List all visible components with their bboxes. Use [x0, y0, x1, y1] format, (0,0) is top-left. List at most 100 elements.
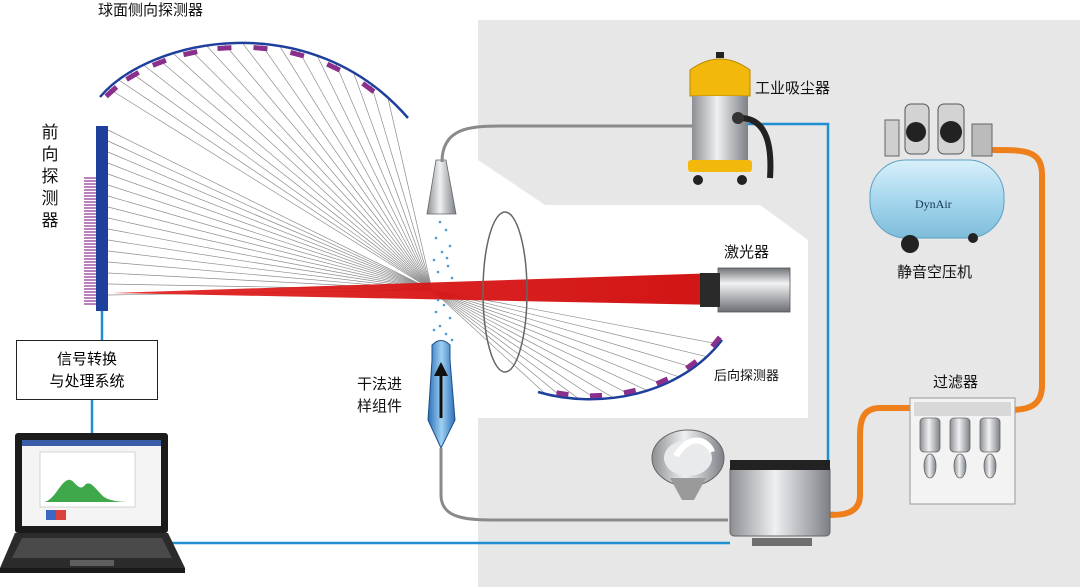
particle — [436, 298, 440, 302]
scatter-ray — [206, 45, 433, 291]
filter-bowl — [983, 453, 997, 479]
scatter-ray — [107, 129, 433, 291]
particle — [434, 236, 438, 240]
detector-element — [556, 390, 569, 398]
detector-element — [151, 57, 167, 68]
detector-element — [326, 61, 341, 73]
dry-sampler-line1: 干法进 — [357, 375, 403, 393]
particle-spray — [432, 220, 454, 342]
scatter-ray — [431, 289, 631, 396]
scatter-ray — [431, 289, 707, 358]
detector-element — [623, 387, 637, 396]
filter-canister — [979, 417, 1001, 453]
particle — [448, 244, 452, 248]
detector-element — [685, 359, 698, 371]
scatter-ray — [107, 228, 433, 291]
scatter-ray — [431, 289, 648, 391]
back-detector-label: 后向探测器 — [714, 369, 780, 384]
detector-element — [104, 85, 119, 99]
scatter-ray — [223, 43, 433, 291]
scatter-ray — [107, 184, 433, 291]
scatter-ray — [107, 239, 433, 291]
particle — [440, 250, 444, 254]
back-detector — [537, 335, 723, 401]
detector-element — [253, 45, 268, 52]
filter-unit-icon — [909, 397, 1016, 505]
scattered-light-rays — [107, 42, 719, 400]
filter-label: 过滤器 — [933, 373, 979, 391]
scatter-ray — [431, 289, 580, 400]
dry-sampler-line2: 样组件 — [357, 397, 403, 415]
forward-detector-label: 前向探测器 — [41, 123, 59, 231]
detector-element — [289, 50, 305, 59]
scatter-ray — [172, 52, 433, 291]
particle — [436, 270, 440, 274]
air-hoses — [827, 147, 1045, 518]
sample-feed-hose — [439, 448, 728, 522]
particle — [450, 338, 454, 342]
filter-bowl — [923, 453, 937, 479]
particle — [438, 324, 442, 328]
air-compressor-label: 静音空压机 — [897, 263, 973, 281]
scatter-ray — [107, 250, 433, 291]
scatter-ray — [431, 289, 664, 385]
exhaust-hose — [440, 124, 700, 163]
scatter-ray — [431, 289, 546, 395]
scatter-ray — [108, 88, 433, 291]
scatter-ray — [431, 289, 694, 368]
air-compressor-icon — [869, 103, 1005, 253]
detector-element — [217, 45, 232, 52]
spherical-lateral-detector-label: 球面侧向探测器 — [98, 1, 204, 19]
vacuum-cleaner-icon — [688, 52, 774, 185]
particle — [446, 264, 450, 268]
scatter-ray — [431, 289, 597, 400]
laser-beam — [112, 273, 720, 305]
forward-detector — [84, 126, 108, 311]
laser-label: 激光器 — [724, 243, 770, 261]
particle — [444, 228, 448, 232]
scatter-ray — [107, 162, 433, 291]
compressor-brand-text: DynAir — [915, 197, 952, 211]
scatter-ray — [107, 206, 433, 291]
scatter-ray — [353, 72, 433, 291]
detector-element — [710, 335, 722, 349]
dry-sampler-label: 干法进 样组件 — [357, 373, 402, 417]
scatter-ray — [298, 49, 433, 291]
scatter-ray — [130, 71, 433, 291]
particle — [438, 220, 442, 224]
scatter-ray — [279, 45, 433, 291]
scatter-ray — [107, 195, 433, 291]
scatter-ray — [260, 43, 433, 291]
scatter-ray — [118, 79, 433, 291]
filter-canister — [949, 417, 971, 453]
lens-ring — [482, 211, 528, 373]
signal-processing-system-box: 信号转换 与处理系统 — [16, 340, 158, 400]
scatter-ray — [107, 173, 433, 291]
scatter-ray — [107, 140, 433, 291]
detector-element — [361, 81, 376, 94]
detector-element — [182, 49, 198, 58]
laptop-icon — [0, 433, 185, 573]
scatter-ray — [431, 289, 563, 398]
detector-element — [125, 70, 140, 82]
particle — [432, 258, 436, 262]
scatter-ray — [157, 58, 433, 291]
vacuum-cleaner-label: 工业吸尘器 — [755, 79, 831, 97]
filter-canister — [919, 417, 941, 453]
particle — [432, 328, 436, 332]
filter-bowl — [953, 453, 967, 479]
scatter-ray — [431, 289, 614, 399]
feeder-machine-icon — [651, 429, 831, 546]
scatter-ray — [189, 48, 433, 291]
scatter-ray — [143, 64, 433, 291]
particle — [434, 310, 438, 314]
scatter-ray — [370, 83, 433, 291]
signal-system-line1: 信号转换 — [56, 350, 117, 368]
nozzle-icon — [426, 159, 457, 215]
detector-element — [655, 376, 669, 387]
particle — [442, 303, 446, 307]
scatter-ray — [242, 42, 433, 291]
scatter-ray — [107, 217, 433, 291]
scatter-ray — [335, 62, 433, 291]
